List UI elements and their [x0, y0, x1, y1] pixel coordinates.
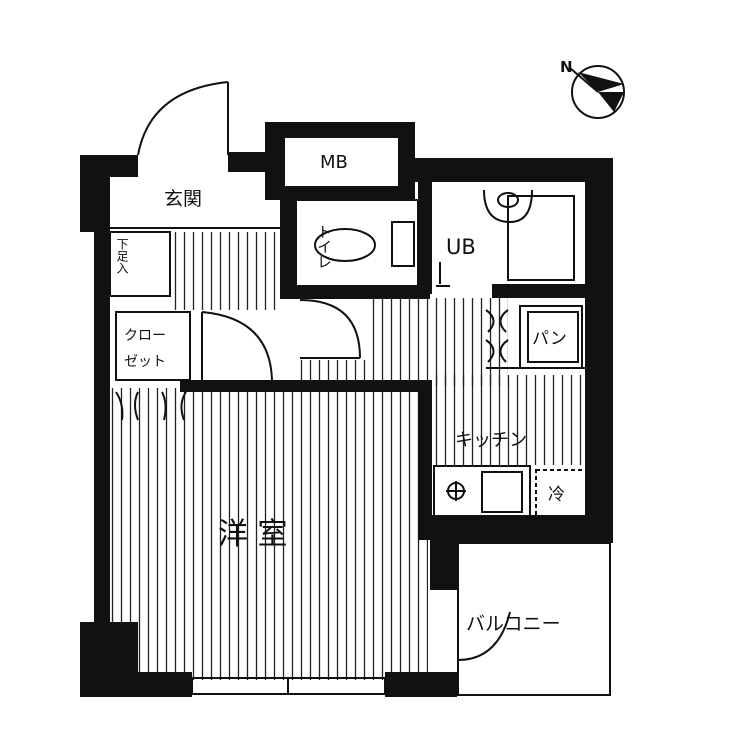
kitchen-floor	[430, 375, 588, 465]
closet-label-line1: クロー	[124, 328, 166, 344]
entry-hall-floor	[170, 232, 282, 310]
fridge-label: 冷	[548, 485, 565, 505]
walls	[80, 122, 613, 697]
fridge-outline	[535, 469, 587, 517]
western-room-floor	[108, 388, 428, 680]
washer-pan-label: パン	[532, 329, 567, 349]
shoe-box-label: 下足入	[115, 238, 129, 274]
stove-burner-icon	[446, 481, 466, 501]
kitchen-label: キッチン	[455, 430, 527, 451]
meter-box-label: MB	[320, 152, 348, 173]
balcony-label: バルコニー	[466, 613, 561, 635]
north-label: N	[560, 58, 573, 76]
western-room-label: 洋 室	[218, 517, 288, 552]
toilet-label: トイレ	[315, 224, 333, 269]
closet-label-line2: ゼット	[124, 354, 166, 370]
floor-stripes	[108, 232, 588, 680]
room-labels: 玄関 MB UB パン キッチン 冷 洋 室 バルコニー クロー ゼット	[124, 152, 567, 635]
thin-lines	[109, 81, 611, 696]
closet	[115, 311, 191, 381]
unit-bath-label: UB	[446, 235, 476, 259]
door-swing-clear	[200, 312, 280, 382]
north-compass-icon: N	[560, 58, 625, 119]
entrance-label: 玄関	[164, 188, 202, 210]
